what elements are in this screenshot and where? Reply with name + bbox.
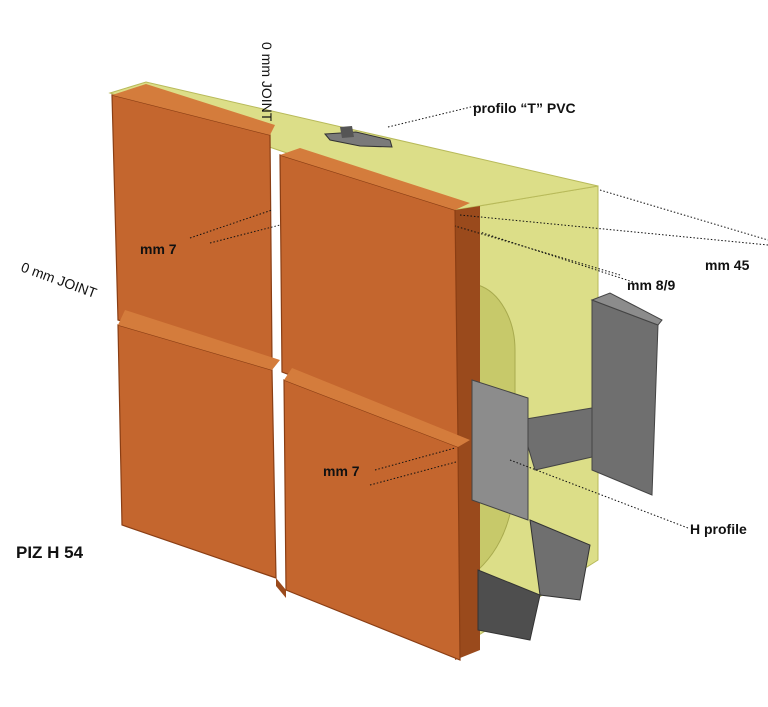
tile-top-right-edge <box>280 148 470 210</box>
brick-edge-right <box>455 206 480 660</box>
h-profile-fin <box>477 569 541 641</box>
h-profile-flange-front <box>471 379 529 521</box>
t-profile-stem <box>340 126 354 138</box>
tile-top-left-edge <box>112 84 275 135</box>
label-h-profile: H profile <box>690 521 747 537</box>
label-joint-horizontal: 0 mm JOINT <box>19 259 99 301</box>
tile-bottom-right-edge <box>284 368 470 447</box>
label-model: PIZ H 54 <box>16 543 84 562</box>
label-mm7-top: mm 7 <box>140 241 177 257</box>
h-profile-flange-top <box>590 292 663 326</box>
h-profile-fin-top <box>529 519 591 601</box>
label-mm89: mm 8/9 <box>627 277 675 293</box>
h-profile-flange-back <box>591 299 659 496</box>
tile-bottom-left-edge <box>118 310 280 370</box>
label-mm45: mm 45 <box>705 257 750 273</box>
brick-edge-bottom <box>276 578 286 598</box>
label-t-profile: profilo “T” PVC <box>473 100 576 116</box>
label-joint-vertical: 0 mm JOINT <box>259 42 275 122</box>
label-mm7-bottom: mm 7 <box>323 463 360 479</box>
leader-lines <box>189 105 768 529</box>
